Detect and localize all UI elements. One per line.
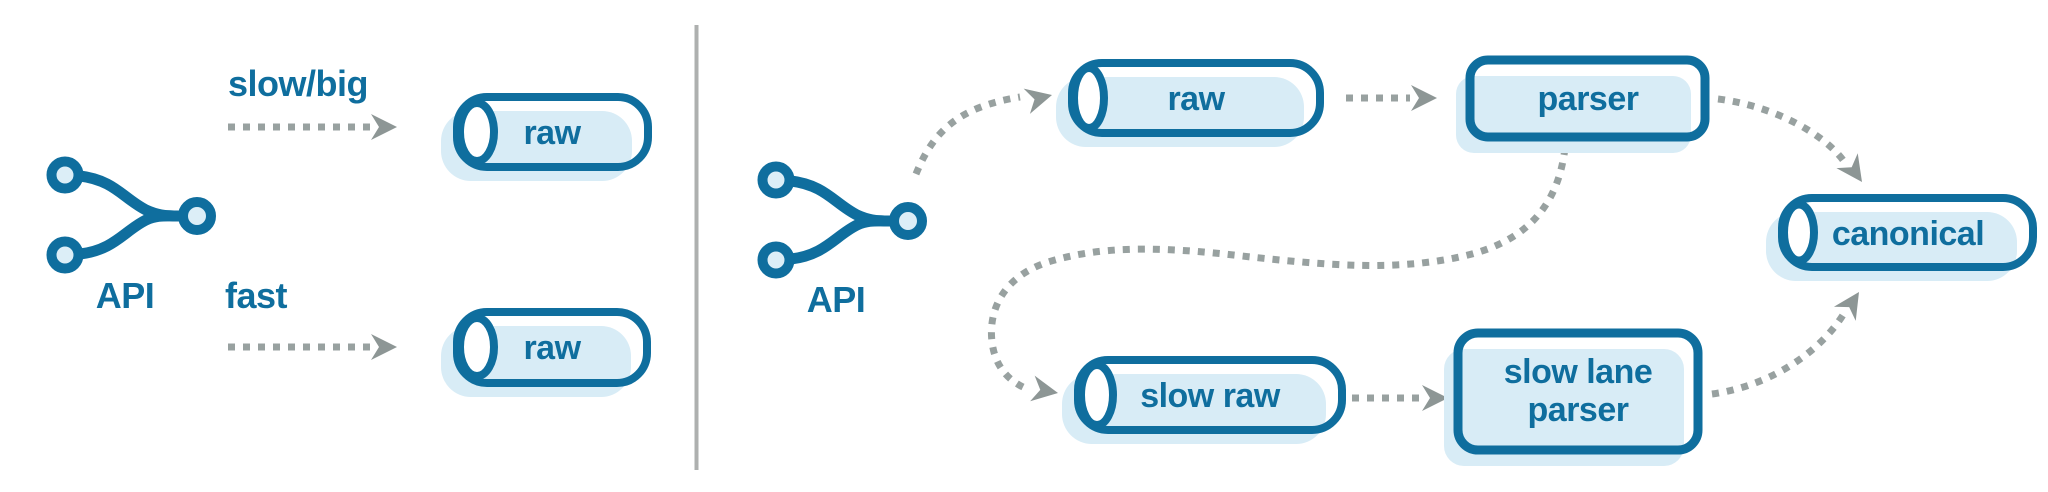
raw-cylinder-1-label: raw [523, 114, 581, 152]
cylinder-cap [1070, 64, 1108, 132]
dotted-arrow [1711, 308, 1850, 398]
raw-cylinder-2-label: raw [523, 329, 581, 367]
edge-slow-lane-parser-to-canonical [1711, 284, 1870, 398]
lane-slow-big: slow/big [228, 63, 397, 140]
lane-fast: fast [225, 275, 397, 360]
canonical-cylinder: canonical [1766, 194, 2037, 281]
raw-cylinder-2: raw [441, 308, 651, 397]
arrowhead-icon [371, 334, 397, 360]
lane-slow-big-label: slow/big [228, 63, 368, 104]
arrowhead-icon [1030, 375, 1061, 406]
api-label: API [807, 279, 866, 320]
lane-fast-label: fast [225, 275, 288, 316]
cylinder-cap [456, 99, 498, 165]
raw-cylinder: raw [1056, 59, 1324, 147]
slow-lane-parser-label-line1: slow lane [1504, 353, 1653, 391]
parser-box-label: parser [1538, 80, 1639, 118]
edge-api-to-raw [912, 82, 1056, 176]
right-panel: API r [763, 55, 2037, 466]
parser-box: parser [1456, 55, 1710, 153]
arrowhead-icon [371, 114, 397, 140]
api-label: API [96, 275, 155, 316]
dotted-arrow [1717, 95, 1846, 163]
api-icon [763, 167, 923, 274]
cylinder-cap [456, 314, 498, 380]
dotted-arrow [912, 93, 1021, 176]
box-shadow [1444, 349, 1684, 466]
dotted-arrow [987, 147, 1569, 394]
cylinder-cap [1077, 361, 1117, 429]
edge-parser-to-slow-raw [987, 147, 1569, 406]
slow-lane-parser-label-line2: parser [1528, 391, 1629, 429]
raw-cylinder-1: raw [441, 93, 652, 181]
slow-raw-cylinder: slow raw [1062, 356, 1346, 444]
canonical-cylinder-label: canonical [1832, 215, 1984, 253]
raw-cylinder-label: raw [1167, 80, 1225, 118]
slow-lane-parser-box: slow lane parser [1444, 328, 1703, 466]
edge-raw-to-parser [1346, 85, 1437, 111]
arrowhead-icon [1411, 85, 1437, 111]
cylinder-cap [1780, 200, 1818, 265]
edge-slow-raw-to-slow-lane-parser [1352, 385, 1448, 411]
api-icon [52, 162, 212, 269]
arrowhead-icon [1023, 82, 1056, 114]
slow-raw-cylinder-label: slow raw [1140, 377, 1281, 415]
left-panel: API slow/big raw fast raw [52, 63, 652, 397]
edge-parser-to-canonical [1717, 95, 1873, 190]
